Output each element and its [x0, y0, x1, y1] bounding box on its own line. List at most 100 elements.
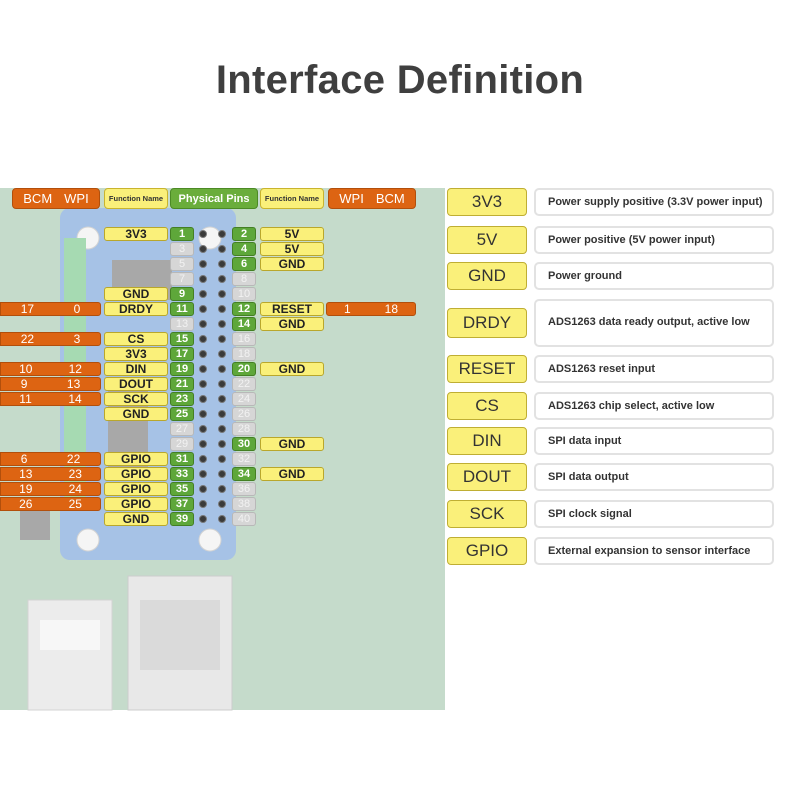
pin-left: 37	[170, 497, 194, 511]
legend-key: DIN	[447, 427, 527, 455]
bcm-wpi-left: 11 14	[0, 392, 101, 406]
function-left: GND	[104, 287, 168, 301]
pin-header-dot	[199, 335, 207, 343]
bcm-wpi-left: 22 3	[0, 332, 101, 346]
pin-left: 35	[170, 482, 194, 496]
pin-header-dot	[199, 395, 207, 403]
pin-left: 1	[170, 227, 194, 241]
header-wpi-bcm-right: WPI BCM	[328, 188, 416, 209]
pin-header-dot	[218, 395, 226, 403]
wpi-right-value: 1	[343, 302, 351, 316]
function-left: GND	[104, 407, 168, 421]
pin-right: 10	[232, 287, 256, 301]
pin-header-dot	[199, 455, 207, 463]
pin-right: 36	[232, 482, 256, 496]
header-function-name-right: Function Name	[260, 188, 324, 209]
pin-header-dot	[218, 500, 226, 508]
pin-left: 23	[170, 392, 194, 406]
pin-header-dot	[199, 515, 207, 523]
legend-description: SPI data output	[534, 463, 774, 491]
pin-right: 16	[232, 332, 256, 346]
pin-right: 40	[232, 512, 256, 526]
pin-header-dot	[218, 365, 226, 373]
bcm-right-value: 18	[384, 302, 398, 316]
legend-key: SCK	[447, 500, 527, 528]
pin-header-dot	[199, 230, 207, 238]
pin-header-dot	[218, 485, 226, 493]
function-left: DOUT	[104, 377, 168, 391]
legend-key: 5V	[447, 226, 527, 254]
legend-key: RESET	[447, 355, 527, 383]
pin-header-dot	[218, 245, 226, 253]
pin-left: 33	[170, 467, 194, 481]
pin-header-dot	[199, 320, 207, 328]
pin-header-dot	[199, 245, 207, 253]
legend-description: Power ground	[534, 262, 774, 290]
pin-left: 5	[170, 257, 194, 271]
pin-right: 4	[232, 242, 256, 256]
function-left: GND	[104, 512, 168, 526]
bcm-left-value: 11	[19, 392, 32, 406]
page-title: Interface Definition	[215, 58, 585, 102]
wpi-left-value: 14	[68, 392, 82, 406]
wpi-left-value: 12	[68, 362, 82, 376]
header-bcm-right: BCM	[375, 191, 405, 206]
legend-description: External expansion to sensor interface	[534, 537, 774, 565]
legend-key: DOUT	[447, 463, 527, 491]
pin-left: 27	[170, 422, 194, 436]
pin-right: 26	[232, 407, 256, 421]
legend-description: Power positive (5V power input)	[534, 226, 774, 254]
function-right: GND	[260, 317, 324, 331]
pin-left: 17	[170, 347, 194, 361]
function-right: GND	[260, 437, 324, 451]
pin-header-dot	[199, 305, 207, 313]
pin-header-dot	[218, 290, 226, 298]
pin-right: 30	[232, 437, 256, 451]
function-right: 5V	[260, 227, 324, 241]
pin-header-dot	[218, 470, 226, 478]
function-right: GND	[260, 362, 324, 376]
wpi-left-value: 25	[68, 497, 82, 511]
pin-header-dot	[199, 275, 207, 283]
wpi-left-value: 3	[73, 332, 81, 346]
function-right: GND	[260, 467, 324, 481]
pin-right: 6	[232, 257, 256, 271]
function-right: RESET	[260, 302, 324, 316]
pin-left: 3	[170, 242, 194, 256]
pin-left: 29	[170, 437, 194, 451]
pin-header-dot	[199, 470, 207, 478]
bcm-left-value: 13	[19, 467, 33, 481]
pin-header-dot	[218, 455, 226, 463]
pin-header-dot	[199, 290, 207, 298]
pin-right: 2	[232, 227, 256, 241]
pin-left: 21	[170, 377, 194, 391]
bcm-left-value: 19	[19, 482, 33, 496]
pin-header-dot	[218, 275, 226, 283]
header-bcm-left: BCM	[23, 191, 53, 206]
pin-header-dot	[199, 500, 207, 508]
pin-header-dot	[199, 485, 207, 493]
bcm-left-value: 10	[19, 362, 33, 376]
pin-left: 39	[170, 512, 194, 526]
pin-right: 8	[232, 272, 256, 286]
function-left: GPIO	[104, 467, 168, 481]
bcm-left-value: 22	[20, 332, 35, 346]
pin-header-dot	[199, 350, 207, 358]
function-left: CS	[104, 332, 168, 346]
header-function-name-left: Function Name	[104, 188, 168, 209]
header-physical-pins: Physical Pins	[170, 188, 258, 209]
legend-description: ADS1263 chip select, active low	[534, 392, 774, 420]
pin-right: 12	[232, 302, 256, 316]
pin-left: 15	[170, 332, 194, 346]
wpi-left-value: 22	[66, 452, 81, 466]
pin-left: 25	[170, 407, 194, 421]
pin-header-dot	[218, 260, 226, 268]
function-left: SCK	[104, 392, 168, 406]
pin-right: 14	[232, 317, 256, 331]
pin-header-dot	[199, 440, 207, 448]
bcm-left-value: 17	[20, 302, 35, 316]
